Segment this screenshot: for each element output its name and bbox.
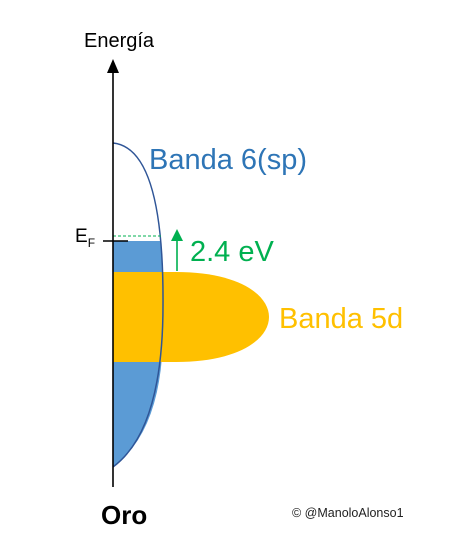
- credit-label: © @ManoloAlonso1: [292, 506, 404, 520]
- fermi-level-label-sub: F: [88, 236, 95, 250]
- d-band-shape: [113, 272, 269, 362]
- transition-arrow-head: [171, 229, 183, 241]
- fermi-level-label-main: E: [75, 226, 88, 247]
- material-label: Oro: [101, 500, 147, 530]
- sp-band-label: Banda 6(sp): [149, 144, 307, 176]
- energy-axis-arrowhead: [107, 59, 119, 73]
- d-band-label: Banda 5d: [279, 303, 403, 335]
- fermi-level-label: EF: [75, 226, 95, 250]
- energy-axis-label: Energía: [84, 30, 155, 52]
- transition-energy-label: 2.4 eV: [190, 236, 274, 268]
- sp-band-outline: [112, 142, 164, 468]
